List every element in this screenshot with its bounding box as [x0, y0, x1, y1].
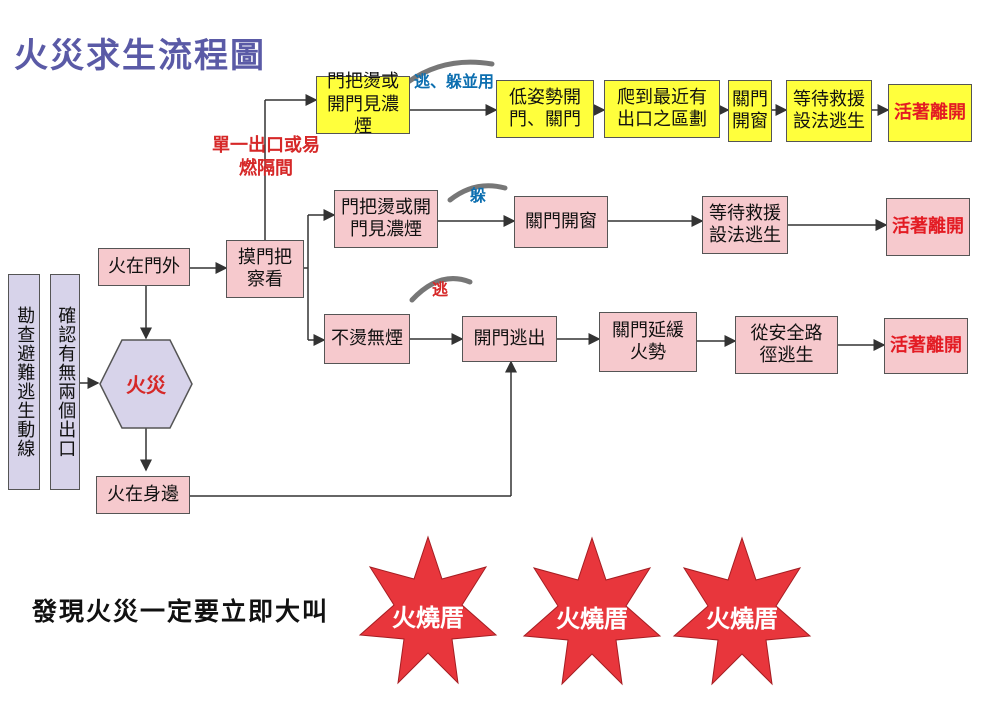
row3-not-hot-no-smoke-box: 不燙無煙 [324, 314, 410, 364]
row1-escape-hide-tag: 逃、躲並用 [414, 72, 495, 91]
row2-wait-rescue-box: 等待救援設法逃生 [702, 196, 788, 254]
row2-close-door-open-window-box: 關門開窗 [514, 196, 608, 248]
fire-star-3-label: 火燒厝 [706, 605, 778, 633]
survey-escape-route-box: 勘查避難逃生動線 [8, 274, 40, 490]
row1-door-hot-box: 門把燙或開門見濃煙 [316, 71, 410, 137]
row3-survive-box: 活著離開 [884, 318, 968, 374]
fire-star-2 [522, 536, 662, 686]
row3-close-door-delay-fire-box: 關門延緩火勢 [599, 312, 697, 372]
row3-open-door-escape-box: 開門逃出 [462, 316, 557, 362]
row2-door-hot-box: 門把燙或開門見濃煙 [334, 190, 438, 248]
row1-low-posture-box: 低姿勢開門、關門 [496, 80, 594, 138]
fire-outside-box: 火在門外 [98, 248, 190, 286]
fire-star-2-label: 火燒厝 [556, 605, 628, 633]
row3-escape-tag: 逃 [432, 280, 449, 299]
row3-safe-path-escape-box: 從安全路徑逃生 [735, 316, 838, 374]
fire-star-1-label: 火燒厝 [392, 604, 464, 632]
confirm-two-exits-box: 確認有無兩個出口 [50, 274, 80, 490]
row1-close-door-open-window-box: 關門開窗 [728, 80, 772, 142]
single-exit-label: 單一出口或易燃隔間 [212, 135, 320, 180]
row2-hide-tag: 躲 [470, 186, 487, 205]
row1-crawl-box: 爬到最近有出口之區劃 [604, 80, 720, 138]
fire-nearby-box: 火在身邊 [96, 476, 190, 514]
fire-label: 火災 [126, 373, 166, 397]
fire-hexagon [99, 339, 193, 429]
touch-door-handle-box: 摸門把察看 [226, 240, 304, 298]
row2-survive-box: 活著離開 [886, 198, 970, 256]
slogan-text: 發現火災一定要立即大叫 [32, 597, 330, 626]
fire-star-1 [358, 535, 498, 685]
page-title: 火災求生流程圖 [14, 36, 266, 76]
row1-wait-rescue-box: 等待救援設法逃生 [786, 80, 872, 142]
fire-star-3 [672, 536, 812, 686]
row1-survive-box: 活著離開 [888, 84, 972, 142]
